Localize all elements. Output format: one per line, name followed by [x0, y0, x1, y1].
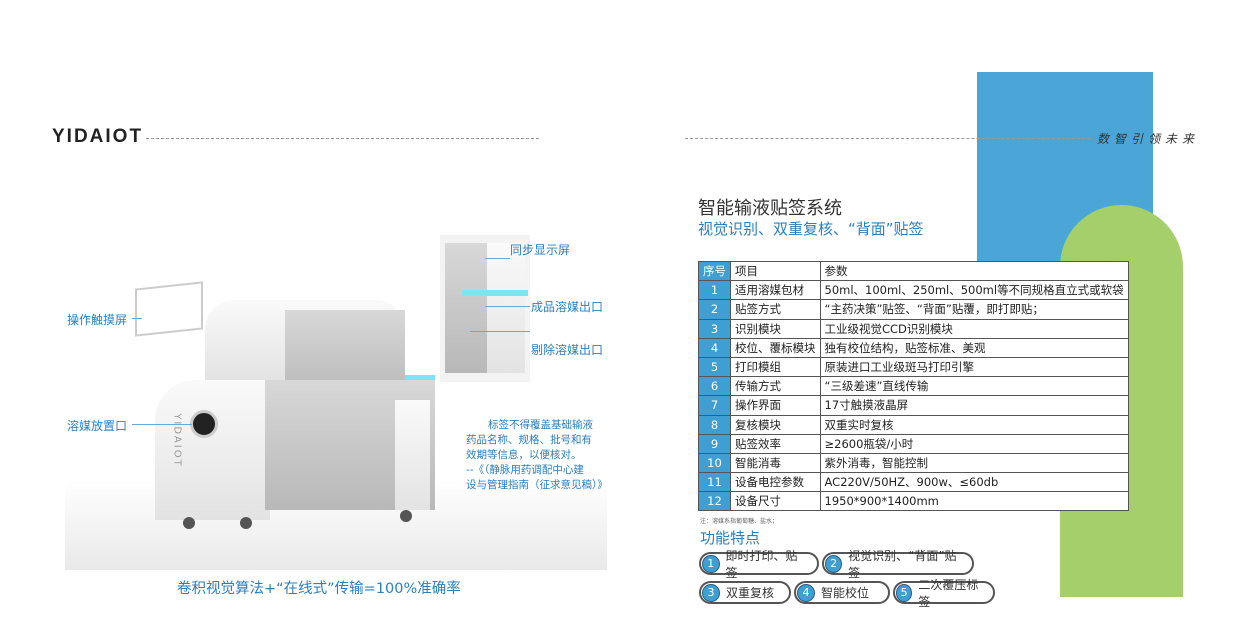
table-cell: 智能消毒 [730, 452, 821, 474]
table-cell: 识别模块 [730, 318, 821, 339]
feature-pill: 5 二次覆压标签 [893, 578, 995, 609]
table-cell: 紫外消毒，智能控制 [819, 452, 1129, 474]
page-title: 智能输液贴签系统 [698, 198, 842, 219]
table-cell: 12 [698, 491, 731, 512]
brand-logo: YIDAIOT [52, 126, 144, 147]
feature-pill: 4 智能校位 [794, 581, 890, 604]
table-cell: 复核模块 [730, 414, 821, 435]
feature-label: 即时打印、贴签 [725, 548, 798, 580]
table-cell: “三级差速”直线传输 [819, 376, 1129, 397]
table-cell: 5 [698, 356, 731, 378]
table-cell: 适用溶媒包材 [730, 280, 821, 301]
table-cell: 8 [698, 414, 731, 435]
table-header: 序号项目参数 [698, 260, 1129, 282]
table-cell: 6 [698, 376, 731, 397]
slogan: 数智引领未来 [1097, 132, 1200, 146]
table-cell: 1950*900*1400mm [819, 491, 1129, 512]
feature-number-badge: 2 [825, 554, 843, 573]
features-title: 功能特点 [700, 529, 761, 547]
table-cell: 4 [698, 337, 731, 358]
table-cell: “主药决策”贴签、“背面”贴覆，即打即贴； [819, 299, 1129, 320]
feature-number-badge: 4 [797, 583, 815, 602]
table-cell: 原装进口工业级斑马打印引擎 [819, 356, 1129, 378]
divider [685, 138, 1090, 139]
table-cell: 双重实时复核 [819, 414, 1129, 435]
table-note: 注：溶媒系指葡萄糖、盐水； [700, 518, 779, 525]
product-image: YIDAIOT [65, 230, 607, 570]
divider [146, 138, 539, 139]
table-cell: 2 [698, 299, 731, 320]
feature-pill: 2 视觉识别、“背面”贴签 [822, 549, 974, 580]
table-cell: 11 [698, 472, 731, 493]
feature-number-badge: 1 [702, 554, 720, 573]
feature-label: 双重复核 [726, 586, 775, 600]
table-cell: 3 [698, 318, 731, 339]
table-cell: AC220V/50HZ、900w、≤60db [819, 472, 1129, 493]
page-subtitle: 视觉识别、双重复核、“背面”贴签 [698, 220, 924, 238]
label-solvent-inlet: 溶媒放置口 [67, 419, 128, 433]
table-cell: 独有校位结构，贴签标准、美观 [819, 337, 1129, 358]
side-view-image [440, 235, 530, 382]
feature-pill: 3 双重复核 [699, 581, 791, 604]
feature-number-badge: 5 [896, 583, 913, 602]
caption: 卷积视觉算法+“在线式”传输=100%准确率 [177, 581, 461, 597]
label-sync-display: 同步显示屏 [510, 243, 571, 257]
label-touchscreen: 操作触摸屏 [67, 313, 128, 327]
table-cell: 校位、覆标模块 [730, 337, 821, 358]
touchscreen [135, 281, 203, 337]
feature-pill: 1 即时打印、贴签 [699, 549, 819, 580]
regulation-quote: 标签不得覆盖基础输液 药品名称、规格、批号和有 效期等信息，以便核对。 --《（… [466, 419, 608, 491]
table-cell: 操作界面 [730, 395, 821, 416]
label-product-outlet: 成品溶媒出口 [531, 300, 604, 314]
feature-label: 智能校位 [821, 586, 870, 600]
table-cell: 打印模组 [730, 356, 821, 378]
feature-label: 视觉识别、“背面”贴签 [848, 548, 957, 580]
label-reject-outlet: 剔除溶媒出口 [531, 343, 604, 357]
machine-brand: YIDAIOT [171, 413, 183, 468]
table-cell: 9 [698, 433, 731, 454]
table-cell: 1 [698, 280, 731, 301]
table-cell: 贴签方式 [730, 299, 821, 320]
table-cell: 50ml、100ml、250ml、500ml等不同规格直立式或软袋 [819, 280, 1129, 301]
table-cell: ≥2600瓶袋/小时 [819, 433, 1129, 454]
table-cell: 设备电控参数 [730, 472, 821, 493]
table-cell: 设备尺寸 [730, 491, 821, 512]
table-cell: 7 [698, 395, 731, 416]
feature-label: 二次覆压标签 [918, 577, 979, 609]
table-cell: 贴签效率 [730, 433, 821, 454]
table-cell: 17寸触摸液晶屏 [819, 395, 1129, 416]
table-cell: 工业级视觉CCD识别模块 [819, 318, 1129, 339]
table-cell: 10 [698, 452, 731, 474]
table-cell: 传输方式 [730, 376, 821, 397]
feature-number-badge: 3 [702, 583, 720, 602]
